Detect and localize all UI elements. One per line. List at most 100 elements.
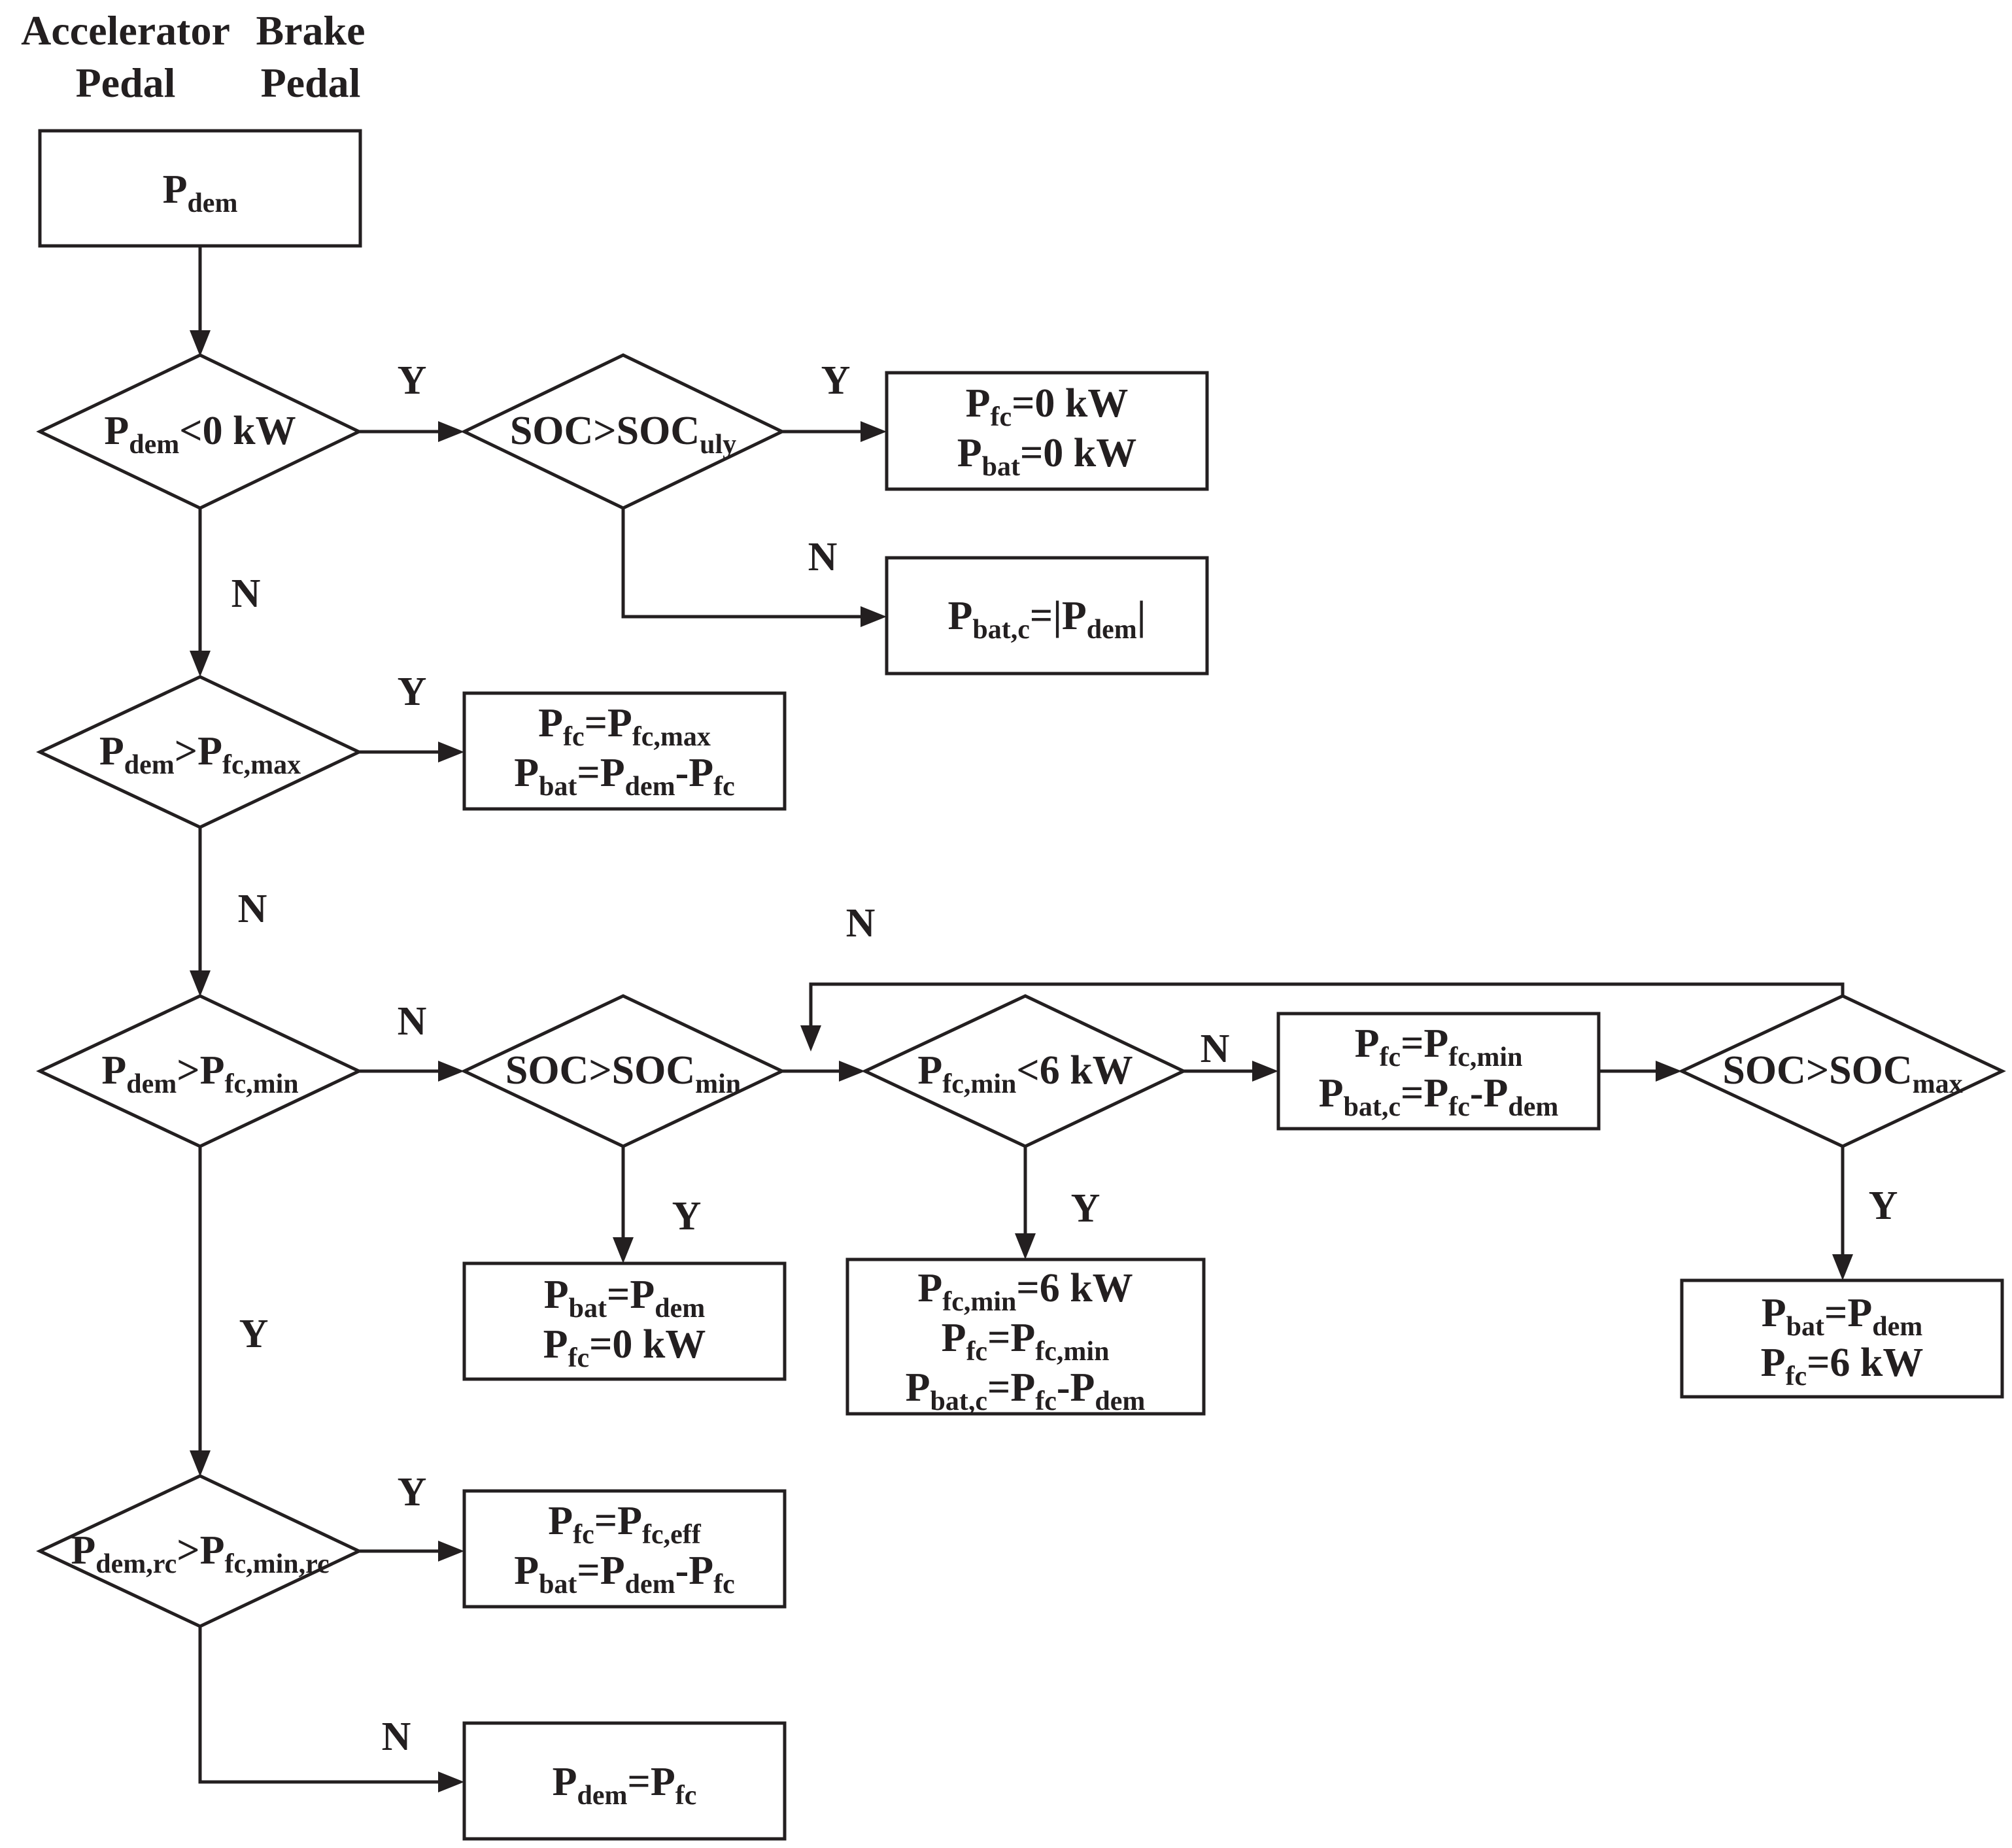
- subscript-text: dem: [129, 430, 179, 460]
- arrowhead: [1832, 1254, 1853, 1280]
- subscript-text: bat: [569, 1293, 607, 1324]
- main-text: P: [1761, 1341, 1786, 1385]
- node-text-line: Pbat=Pdem-Pfc: [514, 1549, 735, 1600]
- node-text-line: Pfc,min<6 kW: [917, 1048, 1133, 1099]
- subscript-text: dem: [1872, 1312, 1922, 1342]
- edge-label-no: N: [231, 572, 261, 616]
- main-text: |: [1137, 594, 1146, 638]
- main-text: P: [1355, 1021, 1380, 1066]
- subscript-text: fc: [568, 1343, 589, 1373]
- node-text-line: Pfc=6 kW: [1761, 1341, 1924, 1392]
- edge-label-yes: Y: [239, 1312, 269, 1356]
- decision-pdem-lt-0: [36, 353, 363, 510]
- decision-pdem-lt-0-text: Pdem<0 kW: [104, 409, 296, 460]
- subscript-text: fc: [713, 772, 735, 802]
- node-text-line: Pbat,c=Pfc-Pdem: [1319, 1071, 1559, 1122]
- subscript-text: fc,max: [632, 722, 711, 752]
- main-text: P: [101, 1048, 126, 1093]
- subscript-text: fc: [713, 1569, 735, 1600]
- main-text: =0 kW: [1020, 431, 1136, 475]
- subscript-text: dem,rc: [95, 1549, 177, 1579]
- main-text: P: [163, 167, 188, 212]
- main-text: P: [948, 594, 973, 638]
- pdem-box: [38, 129, 362, 248]
- connector-soc-max-feedback: [809, 982, 1845, 1025]
- subscript-text: fc,min: [1448, 1042, 1522, 1072]
- main-text: <0 kW: [179, 409, 296, 453]
- node-text-line: Pdem>Pfc,min: [101, 1048, 298, 1099]
- decision-soc-gt-soc-uly-text: SOC>SOCuly: [510, 409, 736, 460]
- decision-pdem-rc-gt-pfc-min-rc-text: Pdem,rc>Pfc,min,rc: [71, 1528, 329, 1579]
- main-text: P: [553, 1760, 577, 1804]
- pdem-box-text: Pdem: [163, 167, 238, 218]
- main-text: P: [1319, 1071, 1344, 1116]
- node-text-line: Pfc=Pfc,max: [538, 701, 711, 752]
- subscript-text: dem: [625, 1569, 675, 1600]
- arrowhead: [438, 1771, 464, 1792]
- main-text: P: [544, 1273, 569, 1317]
- subscript-text: dem: [126, 1069, 177, 1099]
- main-text: P: [514, 1549, 539, 1593]
- arrowhead: [438, 421, 464, 442]
- subscript-text: fc: [563, 722, 585, 752]
- arrowhead: [190, 330, 211, 356]
- decision-pdem-gt-pfc-min: [36, 994, 363, 1148]
- arrowhead: [190, 651, 211, 677]
- main-text: P: [957, 431, 982, 475]
- main-text: P: [942, 1316, 966, 1360]
- subscript-text: fc: [990, 402, 1012, 432]
- decision-pdem-gt-pfc-max: [36, 675, 363, 829]
- decision-soc-gt-soc-max-text: SOC>SOCmax: [1722, 1048, 1962, 1099]
- subscript-text: dem: [1508, 1092, 1558, 1122]
- subscript-text: fc,min: [224, 1069, 298, 1099]
- decision-soc-gt-soc-min-text: SOC>SOCmin: [505, 1048, 741, 1099]
- subscript-text: fc,min,rc: [224, 1549, 329, 1579]
- subscript-text: min: [695, 1069, 741, 1099]
- bat-dem-fc0-box: [462, 1261, 787, 1381]
- edge-label-yes: Y: [672, 1194, 702, 1239]
- main-text: P: [538, 701, 563, 745]
- decision-soc-gt-soc-min: [460, 994, 786, 1148]
- dem-eq-fc-box-text: Pdem=Pfc: [553, 1760, 697, 1811]
- subscript-text: fc,min: [942, 1287, 1016, 1317]
- node-text-line: Pbat=Pdem-Pfc: [514, 751, 735, 802]
- node-text-line: Pbat=Pdem: [544, 1273, 705, 1324]
- main-text: =P: [987, 1365, 1035, 1410]
- edge-label-yes: Y: [1071, 1186, 1100, 1231]
- subscript-text: dem: [655, 1293, 705, 1324]
- decision-soc-gt-soc-uly: [460, 353, 786, 510]
- subscript-text: dem: [187, 188, 237, 218]
- decision-pfc-min-lt-6kw-text: Pfc,min<6 kW: [917, 1048, 1133, 1099]
- node-text-line: Pfc=Pfc,min: [942, 1316, 1110, 1367]
- brake-label-line1: Brake: [256, 7, 365, 54]
- node-text-line: Pbat=0 kW: [957, 431, 1137, 482]
- node-text-line: Pbat,c=Pfc-Pdem: [906, 1365, 1146, 1416]
- subscript-text: fc: [1448, 1092, 1470, 1122]
- decision-pdem-rc-gt-pfc-min-rc: [36, 1474, 363, 1628]
- edge-labels: Y Y N N Y N N Y N Y N Y Y Y N: [231, 358, 1898, 1759]
- main-text: -P: [1057, 1365, 1095, 1410]
- main-text: SOC>SOC: [1722, 1048, 1912, 1093]
- main-text: -P: [675, 1549, 714, 1593]
- main-text: =P: [987, 1316, 1035, 1360]
- node-text-line: Pfc=0 kW: [543, 1322, 706, 1373]
- main-text: =P: [1401, 1021, 1448, 1066]
- edge-label-no: N: [846, 901, 876, 946]
- fceff-box: [462, 1489, 787, 1609]
- main-text: =P: [628, 1760, 675, 1804]
- subscript-text: bat,c: [972, 615, 1030, 645]
- decision-pdem-gt-pfc-max-text: Pdem>Pfc,max: [99, 729, 301, 780]
- node-text-line: Pdem<0 kW: [104, 409, 296, 460]
- main-text: P: [1762, 1291, 1786, 1335]
- edge-label-no: N: [1201, 1027, 1230, 1071]
- arrowhead: [438, 742, 464, 762]
- arrowhead: [1015, 1233, 1036, 1259]
- subscript-text: dem: [625, 772, 675, 802]
- subscript-text: dem: [577, 1781, 628, 1811]
- main-text: <6 kW: [1016, 1048, 1133, 1093]
